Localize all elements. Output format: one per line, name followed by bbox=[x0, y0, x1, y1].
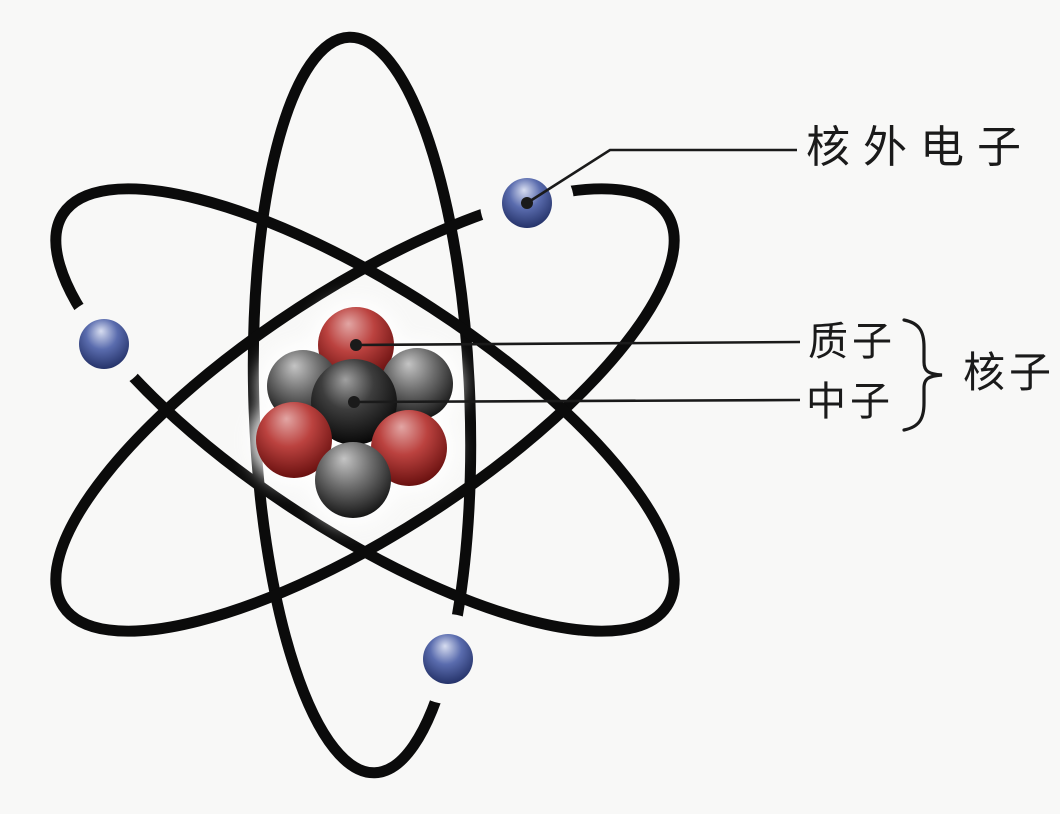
pointer-lines bbox=[353, 148, 801, 404]
proton-sphere-lower-left bbox=[256, 402, 332, 478]
proton-pointer-dot bbox=[350, 339, 362, 351]
electron-pointer-line bbox=[526, 148, 797, 205]
label-proton: 质子 bbox=[808, 320, 896, 364]
electron-sphere-bottom bbox=[423, 634, 473, 684]
neutron-sphere-bottom bbox=[315, 442, 391, 518]
neutron-pointer-dot bbox=[348, 396, 360, 408]
electron-pointer-dot bbox=[521, 197, 533, 209]
label-outer-electron: 核外电子 bbox=[806, 123, 1034, 172]
nucleon-brace bbox=[902, 318, 943, 432]
proton-sphere-lower-right bbox=[371, 410, 447, 486]
neutron-pointer-line bbox=[353, 398, 801, 404]
label-neutron: 中子 bbox=[806, 380, 894, 424]
label-nucleon: 核子 bbox=[963, 349, 1056, 396]
electrons bbox=[79, 178, 552, 684]
electron-sphere-left bbox=[79, 319, 129, 369]
proton-pointer-line bbox=[355, 340, 801, 347]
orbit-diagonal-descending bbox=[50, 183, 680, 637]
pointer-dots bbox=[348, 197, 533, 408]
orbit-diagonal-ascending bbox=[50, 183, 680, 637]
orbit-group bbox=[50, 31, 680, 779]
